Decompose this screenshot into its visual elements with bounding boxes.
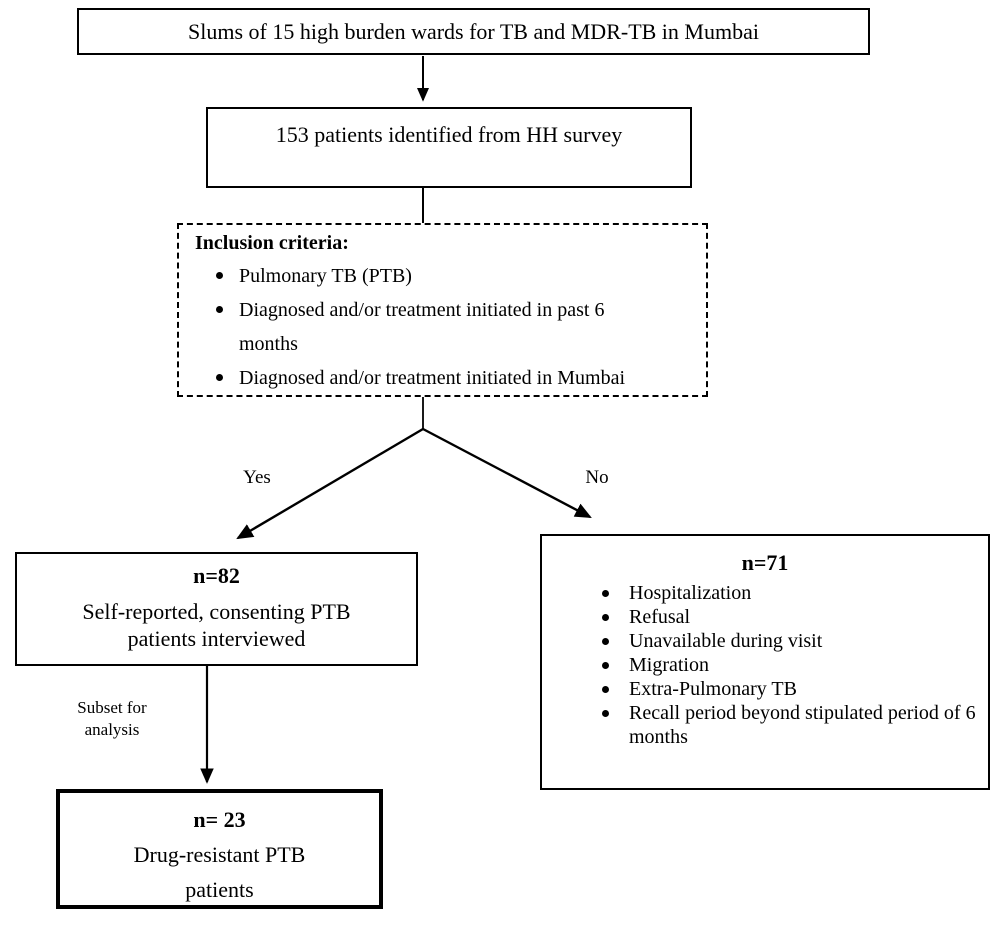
list-item-text: Diagnosed and/or treatment initiated in … [239, 299, 605, 355]
bullet-icon [216, 374, 223, 381]
bullet-icon [602, 590, 609, 597]
arrow-branch-no [422, 427, 592, 519]
excluded-patients-box: n=71 Hospitalization Refusal Unavailable… [540, 534, 990, 790]
included-description-line1: Self-reported, consenting PTB [82, 599, 351, 624]
drug-resistant-box: n= 23 Drug-resistant PTB patients [56, 789, 383, 909]
list-item-text: Pulmonary TB (PTB) [239, 265, 412, 287]
list-item-text: Hospitalization [629, 582, 752, 604]
bullet-icon [602, 638, 609, 645]
included-count: n=82 [193, 563, 240, 588]
bullet-icon [602, 614, 609, 621]
drug-resistant-description-line2: patients [185, 877, 254, 902]
top-box: Slums of 15 high burden wards for TB and… [77, 8, 870, 55]
list-item: Refusal [542, 605, 988, 629]
bullet-icon [602, 686, 609, 693]
list-item-text: Refusal [629, 606, 691, 628]
top-box-text: Slums of 15 high burden wards for TB and… [188, 19, 759, 44]
included-description: Self-reported, consenting PTB patients i… [17, 598, 416, 652]
survey-box-text: 153 patients identified from HH survey [275, 122, 623, 147]
drug-resistant-count: n= 23 [193, 807, 246, 832]
included-description-line2: patients interviewed [127, 626, 306, 651]
exclusion-reasons-list: Hospitalization Refusal Unavailable duri… [542, 581, 988, 749]
list-item-text: Diagnosed and/or treatment initiated in … [239, 367, 626, 389]
bullet-icon [216, 306, 223, 313]
subset-label-line2: analysis [84, 720, 140, 739]
list-item: Diagnosed and/or treatment initiated in … [195, 361, 696, 395]
subset-label-line1: Subset for [77, 698, 147, 717]
list-item: Migration [542, 653, 988, 677]
bullet-icon [602, 662, 609, 669]
no-branch-label: No [585, 467, 609, 488]
bullet-icon [602, 710, 609, 717]
list-item-text: Recall period beyond stipulated period o… [629, 702, 976, 748]
list-item: Extra-Pulmonary TB [542, 677, 988, 701]
inclusion-criteria-title: Inclusion criteria: [195, 232, 349, 254]
list-item: Unavailable during visit [542, 629, 988, 653]
arrow-branch-yes [236, 427, 424, 540]
list-item-text: Migration [629, 654, 709, 676]
list-item-text: Extra-Pulmonary TB [629, 678, 797, 700]
drug-resistant-description: Drug-resistant PTB patients [60, 837, 379, 907]
inclusion-criteria-list: Pulmonary TB (PTB) Diagnosed and/or trea… [195, 259, 696, 395]
list-item: Recall period beyond stipulated period o… [542, 701, 988, 749]
excluded-count: n=71 [741, 550, 789, 575]
included-patients-box: n=82 Self-reported, consenting PTB patie… [15, 552, 418, 666]
list-item: Pulmonary TB (PTB) [195, 259, 696, 293]
list-item: Hospitalization [542, 581, 988, 605]
yes-branch-label: Yes [243, 467, 271, 488]
subset-for-analysis-label: Subset for analysis [60, 697, 164, 741]
list-item-text: Unavailable during visit [629, 630, 823, 652]
drug-resistant-description-line1: Drug-resistant PTB [133, 842, 306, 867]
inclusion-criteria-box: Inclusion criteria: Pulmonary TB (PTB) D… [177, 223, 708, 397]
list-item: Diagnosed and/or treatment initiated in … [195, 293, 696, 361]
survey-box: 153 patients identified from HH survey [206, 107, 692, 188]
bullet-icon [216, 272, 223, 279]
